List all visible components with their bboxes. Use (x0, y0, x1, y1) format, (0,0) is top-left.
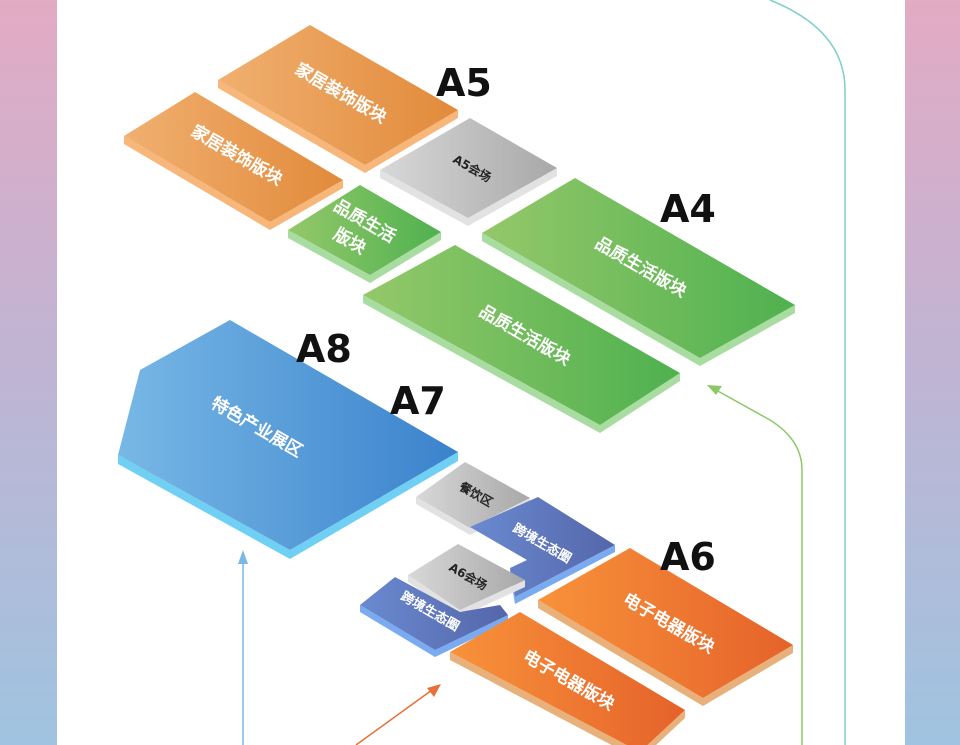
block-home-decor-1[interactable]: 家居装饰版块 (218, 25, 458, 173)
zone-label-a7: A7 (390, 379, 446, 423)
zone-label-a4: A4 (660, 187, 716, 231)
green-arrow (707, 385, 803, 745)
zone-label-a6: A6 (660, 535, 716, 579)
block-specialty-industry[interactable]: 特色产业展区 (118, 320, 458, 559)
teal-route-line (769, 0, 846, 745)
block-a6-venue[interactable]: A6会场 (408, 544, 525, 617)
zone-label-a5: A5 (436, 61, 492, 105)
block-quality-small[interactable]: 品质生活 版块 (288, 185, 441, 283)
zone-label-a8: A8 (296, 327, 352, 371)
block-quality-a4[interactable]: 品质生活版块 (482, 178, 795, 366)
blue-arrow (238, 550, 248, 745)
orange-arrow (355, 684, 441, 745)
block-electronics-1[interactable]: 电子电器版块 (538, 548, 793, 706)
block-a5-venue[interactable]: A5会场 (380, 118, 557, 226)
block-quality-lower[interactable]: 品质生活版块 (363, 245, 680, 433)
block-electronics-2[interactable]: 电子电器版块 (450, 612, 685, 745)
